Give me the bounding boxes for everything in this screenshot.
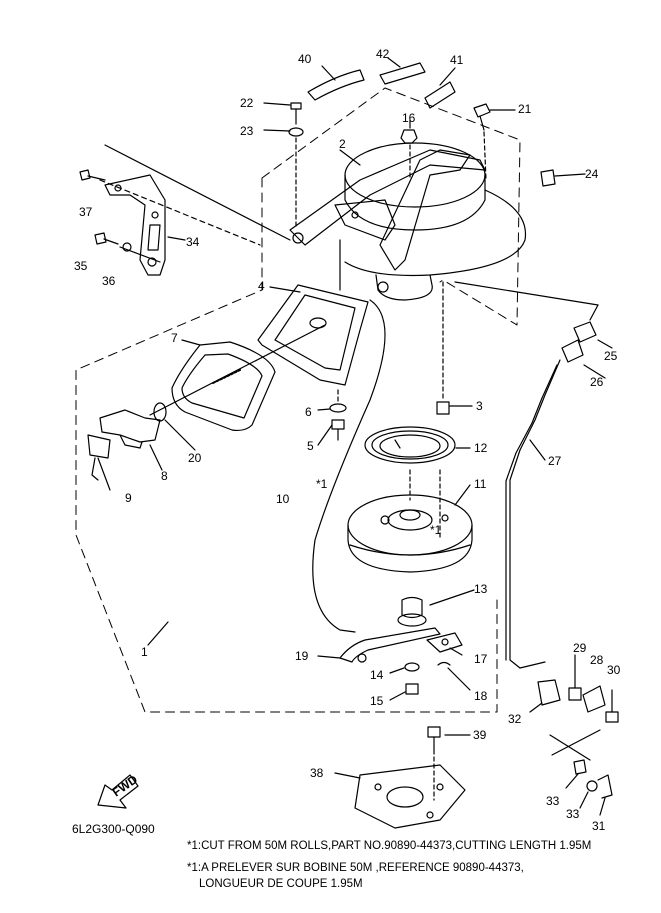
callout-11: 11 <box>474 477 487 491</box>
callout-23: 23 <box>240 124 254 138</box>
part-25-cable-end <box>573 321 597 343</box>
rope-star-mark-2: *1 <box>430 523 442 537</box>
callout-41: 41 <box>450 53 464 67</box>
part-38-base-plate <box>354 764 466 829</box>
callout-27: 27 <box>548 454 562 468</box>
part-39-bolt <box>427 726 441 751</box>
callout-10: 10 <box>276 492 290 506</box>
callout-38: 38 <box>310 766 324 780</box>
diagram-code: 6L2G300-Q090 <box>72 822 155 836</box>
part-11-sheave-drum <box>347 494 473 573</box>
callout-2: 2 <box>339 137 346 151</box>
part-7-handle-grip <box>171 341 276 432</box>
part-31-clip <box>597 774 613 799</box>
part-16-nut <box>400 129 418 144</box>
part-35-screw <box>94 232 119 245</box>
part-30-bolt <box>605 689 619 723</box>
callout-33: 33 <box>546 794 560 808</box>
rope-star-mark: *1 <box>316 477 328 491</box>
part-12-spring <box>364 426 456 464</box>
part-22-bolt <box>290 102 302 125</box>
part-28-lever <box>582 685 606 713</box>
callout-21: 21 <box>518 102 532 116</box>
callout-16: 16 <box>402 111 416 125</box>
part-19-friction-spring <box>339 627 441 663</box>
callout-32: 32 <box>508 712 522 726</box>
part-3-spacer <box>436 401 450 415</box>
callout-22: 22 <box>240 96 254 110</box>
note-line-2: *1:A PRELEVER SUR BOBINE 50M ,REFERENCE … <box>187 862 524 874</box>
part-10-starter-rope <box>149 299 386 633</box>
callout-28: 28 <box>590 653 604 667</box>
part-14-washer <box>404 662 420 672</box>
callout-20: 20 <box>188 451 202 465</box>
callout-30: 30 <box>607 663 621 677</box>
part-23-washer <box>288 127 304 137</box>
callout-3: 3 <box>476 399 483 413</box>
callout-18: 18 <box>474 689 488 703</box>
part-2-starter-housing <box>289 142 527 301</box>
callout-40: 40 <box>298 52 312 66</box>
part-42-label-strip <box>379 62 426 85</box>
part-18-clip <box>437 661 451 666</box>
callout-36: 36 <box>102 274 116 288</box>
assembly-boundary <box>75 87 521 713</box>
callout-14: 14 <box>370 668 384 682</box>
part-33-grommet <box>573 759 587 775</box>
fwd-arrow-icon <box>97 774 139 809</box>
part-27-start-cable <box>509 359 561 669</box>
note-line-3: LONGUEUR DE COUPE 1.95M <box>199 878 363 890</box>
callout-42: 42 <box>376 47 390 61</box>
callout-13: 13 <box>474 582 488 596</box>
callout-33: 33 <box>566 807 580 821</box>
part-21-bolt <box>473 103 491 131</box>
callout-4: 4 <box>258 279 265 293</box>
callout-35: 35 <box>74 259 88 273</box>
callout-15: 15 <box>370 694 384 708</box>
part-33b-washer <box>586 780 598 792</box>
callout-37: 37 <box>79 205 93 219</box>
part-26-cable-spring <box>561 339 584 363</box>
part-29-plunger <box>568 687 582 701</box>
callout-39: 39 <box>473 728 487 742</box>
note-line-1: *1:CUT FROM 50M ROLLS,PART NO.90890-4437… <box>187 840 592 852</box>
callout-9: 9 <box>125 491 132 505</box>
callout-12: 12 <box>474 441 488 455</box>
part-40-label-strip <box>307 69 365 101</box>
callout-17: 17 <box>474 652 488 666</box>
callout-19: 19 <box>295 649 309 663</box>
callout-8: 8 <box>161 469 168 483</box>
part-13-drive-plate <box>397 596 427 627</box>
part-24-cap <box>540 169 556 187</box>
callout-26: 26 <box>590 375 604 389</box>
part-34-bracket <box>104 174 166 276</box>
callout-29: 29 <box>573 641 587 655</box>
callout-31: 31 <box>592 819 606 833</box>
part-17-plate <box>426 632 463 653</box>
callout-6: 6 <box>305 405 312 419</box>
part-6-washer <box>329 403 347 413</box>
part-36-washer <box>122 242 132 252</box>
callout-7: 7 <box>171 331 178 345</box>
part-8-handle <box>99 409 161 449</box>
part-5-bolt <box>331 419 345 441</box>
callout-34: 34 <box>186 235 200 249</box>
callout-1: 1 <box>141 645 148 659</box>
callout-24: 24 <box>585 167 599 181</box>
part-9-cap <box>87 434 111 481</box>
part-41-label-strip <box>424 81 456 109</box>
part-37-screw <box>79 169 106 181</box>
callout-25: 25 <box>604 349 618 363</box>
part-15-bolt <box>405 683 419 695</box>
callout-5: 5 <box>307 439 314 453</box>
part-32-cable-holder <box>537 679 561 706</box>
